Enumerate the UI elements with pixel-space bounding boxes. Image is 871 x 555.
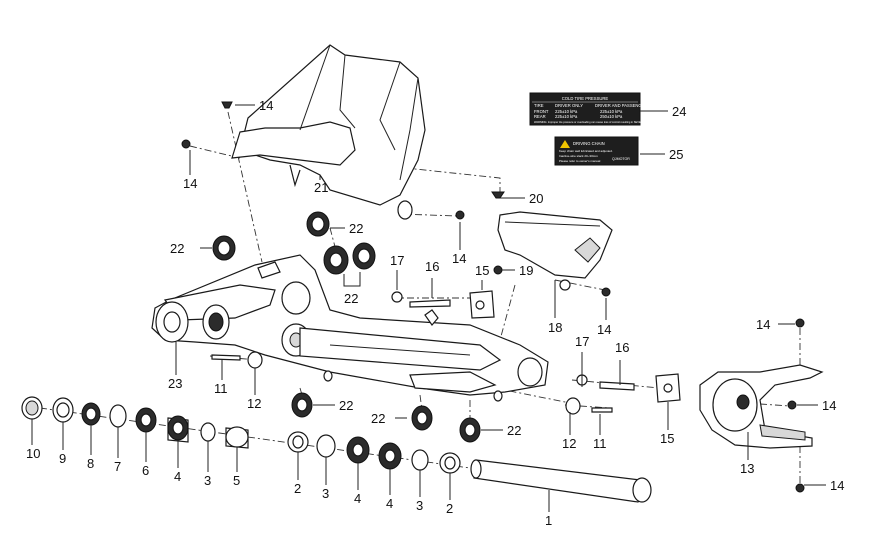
callout-leaders [31, 104, 826, 512]
chain-label-line2: Inactive-wire slack 20~30mm [559, 154, 598, 158]
callout-16-top: 16 [425, 259, 439, 274]
tire-label-title: COLD TIRE PRESSURE [562, 96, 609, 101]
callout-6: 6 [142, 463, 149, 478]
callout-22-lower-b: 22 [371, 411, 385, 426]
callout-4-left: 4 [174, 469, 181, 484]
callout-14-slider-mid: 14 [822, 398, 836, 413]
callout-12-left: 12 [247, 396, 261, 411]
callout-13: 13 [740, 461, 754, 476]
chain-label-brand: QJMOTOR [612, 157, 630, 161]
callout-21: 21 [314, 180, 328, 195]
callout-11-left: 11 [214, 381, 228, 396]
callout-1: 1 [545, 513, 552, 528]
tire-pressure-label: COLD TIRE PRESSURE TIRE DRIVER ONLY DRIV… [529, 92, 668, 126]
callout-2-left: 2 [294, 481, 301, 496]
tire-label-row1-b: 225±10 kPa [555, 109, 578, 114]
chain-label-line1: Keep chain well lubricated and adjusted. [559, 149, 613, 153]
center-bearing-stack [287, 431, 461, 474]
dust-seals [212, 211, 481, 443]
callout-25: 25 [669, 147, 683, 162]
tire-label-row2-a: REAR [534, 114, 546, 119]
callout-4-right: 4 [386, 496, 393, 511]
callout-10: 10 [26, 446, 40, 461]
warning-triangle-icon [560, 140, 570, 148]
callout-9: 9 [59, 451, 66, 466]
tire-label-row1-c: 225±10 kPa [600, 109, 623, 114]
callout-22-lower-a: 22 [339, 398, 353, 413]
callout-14-slider-bottom: 14 [830, 478, 844, 493]
callout-12-right: 12 [562, 436, 576, 451]
callout-16-right: 16 [615, 340, 629, 355]
callout-23: 23 [168, 376, 182, 391]
callout-22-center: 22 [344, 291, 358, 306]
tire-label-col2: DRIVER ONLY [555, 103, 583, 108]
callout-7: 7 [114, 459, 121, 474]
callout-18: 18 [548, 320, 562, 335]
swing-arm-part [151, 254, 549, 402]
tire-label-row1-a: FRONT [534, 109, 549, 114]
chain-slider-part [699, 364, 824, 449]
callout-14-left: 14 [183, 176, 197, 191]
callout-22-left: 22 [170, 241, 184, 256]
callout-22-top: 22 [349, 221, 363, 236]
left-bearing-stack [21, 396, 249, 449]
tire-label-col3: DRIVER AND PASSENGER [595, 103, 648, 108]
callout-3-right: 3 [416, 498, 423, 513]
callout-8: 8 [87, 456, 94, 471]
callout-17-top: 17 [390, 253, 404, 268]
driving-chain-label: DRIVING CHAIN Keep chain well lubricated… [554, 136, 639, 166]
tire-label-row2-b: 225±10 kPa [555, 114, 578, 119]
callout-19: 19 [519, 263, 533, 278]
tire-label-warning: WARNING: Improper tire pressure or overl… [534, 120, 668, 124]
callout-3-mid: 3 [322, 486, 329, 501]
callout-14-chainguard: 14 [597, 322, 611, 337]
callout-14-top: 14 [259, 98, 273, 113]
callout-14-slider-top: 14 [756, 317, 770, 332]
fasteners [181, 101, 805, 493]
chain-guard-part [497, 211, 613, 291]
callout-numbers: 14 14 24 25 20 21 22 14 22 22 17 16 15 1… [26, 98, 844, 528]
callout-24: 24 [672, 104, 686, 119]
callout-15-top: 15 [475, 263, 489, 278]
callout-11-right: 11 [593, 436, 607, 451]
callout-20: 20 [529, 191, 543, 206]
callout-22-lower-c: 22 [507, 423, 521, 438]
axle-part [470, 459, 652, 503]
tire-label-row2-c: 250±10 kPa [600, 114, 623, 119]
callout-3-left: 3 [204, 473, 211, 488]
callout-14-mid: 14 [452, 251, 466, 266]
callout-4-mid: 4 [354, 491, 361, 506]
callout-17-right: 17 [575, 334, 589, 349]
callout-5: 5 [233, 473, 240, 488]
rear-hugger-part [231, 44, 426, 220]
callout-2-right: 2 [446, 501, 453, 516]
tire-label-col1: TIRE [534, 103, 544, 108]
chain-label-title: DRIVING CHAIN [573, 141, 605, 146]
callout-15-right: 15 [660, 431, 674, 446]
chain-label-line3: Please refer to owner's manual [559, 159, 601, 163]
